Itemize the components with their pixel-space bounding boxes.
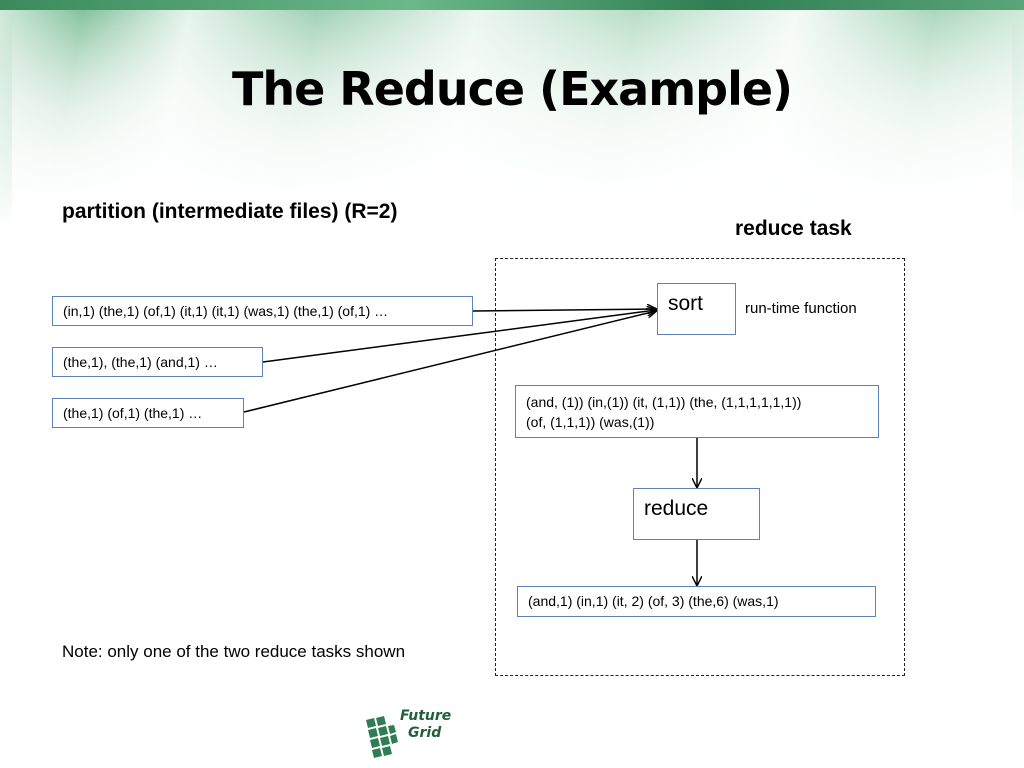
futuregrid-logo: Future Grid <box>362 706 452 762</box>
sorted-values-line-1: (and, (1)) (in,(1)) (it, (1,1)) (the, (1… <box>526 394 802 410</box>
sorted-values-line-2: (of, (1,1,1)) (was,(1)) <box>526 414 655 430</box>
arrow-partition-2-to-sort <box>262 310 656 363</box>
grid-mesh-icon <box>366 716 398 758</box>
slide-title: The Reduce (Example) <box>231 62 793 116</box>
arrow-partition-1-to-sort <box>472 309 656 311</box>
partition-label: partition (intermediate files) (R=2) <box>62 200 398 223</box>
note-text: Note: only one of the two reduce tasks s… <box>62 642 406 661</box>
output-box: (and,1) (in,1) (it, 2) (of, 3) (the,6) (… <box>517 586 876 617</box>
runtime-function-label: run-time function <box>745 300 857 317</box>
header-accent-strip <box>0 0 1024 10</box>
logo-text-grid: Grid <box>408 725 442 741</box>
reduce-task-container <box>495 258 905 676</box>
partition-box-1: (in,1) (the,1) (of,1) (it,1) (it,1) (was… <box>52 296 473 326</box>
reduce-box: reduce <box>633 488 760 540</box>
sort-box: sort <box>657 283 736 335</box>
logo-text-future: Future <box>400 708 452 724</box>
partition-box-3: (the,1) (of,1) (the,1) … <box>52 398 244 428</box>
partition-box-2: (the,1), (the,1) (and,1) … <box>52 347 263 377</box>
reduce-task-label: reduce task <box>735 217 852 240</box>
sorted-values-box: (and, (1)) (in,(1)) (it, (1,1)) (the, (1… <box>515 385 879 438</box>
slide-card <box>12 12 1012 756</box>
arrow-partition-3-to-sort <box>243 311 656 413</box>
